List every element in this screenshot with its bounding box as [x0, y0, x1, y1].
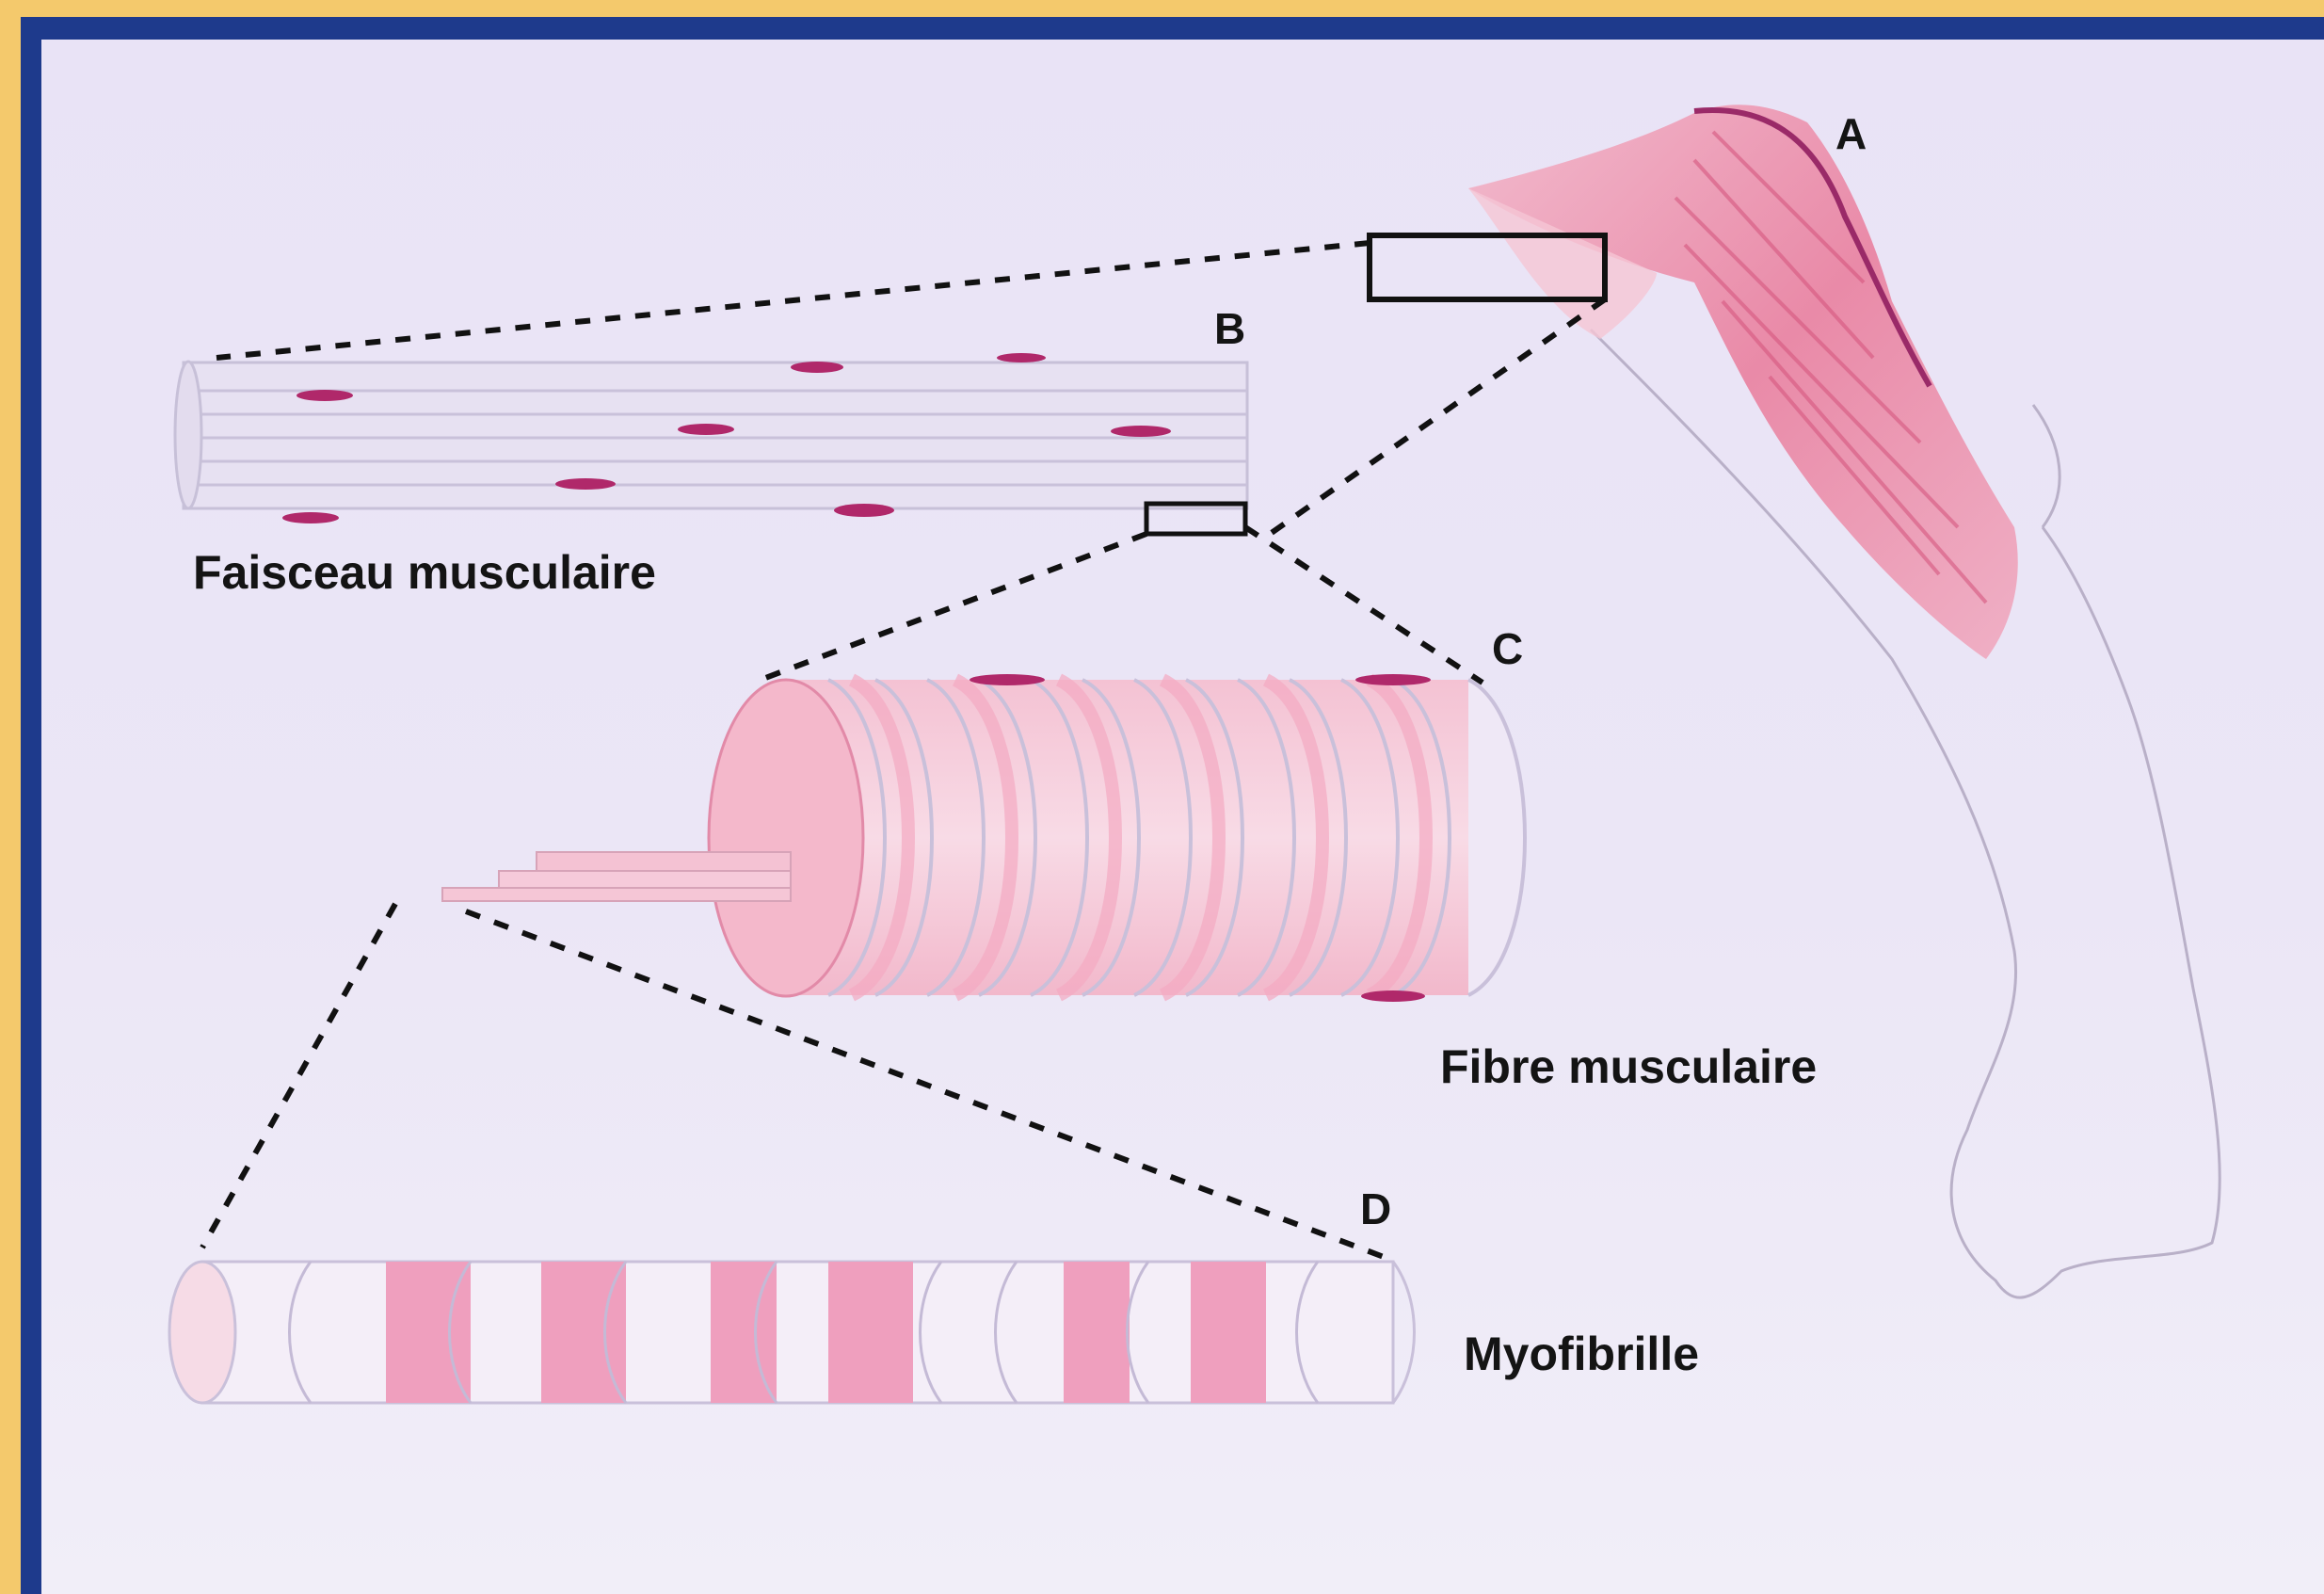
band	[828, 1262, 913, 1403]
myofibril-illustration	[169, 1262, 1415, 1403]
nucleus	[791, 362, 843, 373]
fiber-nucleus	[1361, 990, 1425, 1002]
label-c: C	[1492, 624, 1523, 673]
label-fiber: Fibre musculaire	[1440, 1040, 1817, 1093]
label-fascicle: Faisceau musculaire	[193, 546, 656, 599]
label-d: D	[1360, 1184, 1391, 1233]
nucleus	[997, 353, 1046, 362]
fiber-nucleus	[970, 674, 1045, 685]
nucleus	[282, 512, 339, 523]
nucleus	[555, 478, 616, 490]
band	[711, 1262, 777, 1403]
myofibril-strand	[537, 852, 791, 871]
fascicle-illustration	[175, 353, 1247, 523]
label-myofibril: Myofibrille	[1464, 1328, 1699, 1380]
fascicle-body	[184, 362, 1247, 508]
nucleus	[834, 504, 894, 517]
band	[1191, 1262, 1266, 1403]
fiber-nucleus	[1355, 674, 1431, 685]
nucleus	[678, 424, 734, 435]
myofibril-cross-section	[169, 1262, 235, 1403]
band	[1064, 1262, 1130, 1403]
label-a: A	[1835, 109, 1867, 158]
myofibril-strand	[499, 871, 791, 888]
fiber-cross-section	[709, 680, 863, 996]
nucleus	[297, 390, 353, 401]
myofibril-strand	[442, 888, 791, 901]
fascicle-end	[175, 362, 201, 508]
nucleus	[1111, 426, 1171, 437]
label-b: B	[1214, 304, 1245, 353]
